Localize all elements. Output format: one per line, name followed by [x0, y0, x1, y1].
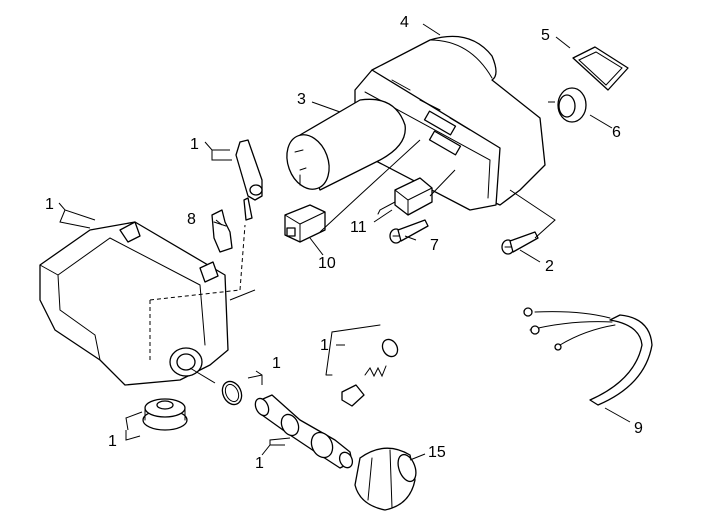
callout-10: 10 — [318, 255, 336, 272]
callout-6: 6 — [612, 124, 621, 141]
callout-1-rod: 1 — [190, 136, 199, 153]
assembly-lines — [189, 139, 556, 384]
screw-part-7[interactable] — [389, 219, 429, 244]
grommet-part-6[interactable] — [548, 87, 587, 123]
callout-4: 4 — [400, 14, 409, 31]
gasket-part-5[interactable] — [572, 46, 629, 91]
rod-part-1[interactable] — [235, 139, 263, 221]
knob-part-15[interactable] — [354, 447, 419, 511]
motor-part-3[interactable] — [280, 98, 406, 195]
callout-1-oring: 1 — [272, 355, 281, 372]
callout-1-grommet: 1 — [108, 433, 117, 450]
callout-7: 7 — [430, 237, 439, 254]
spring-kit-part-1[interactable] — [325, 324, 401, 407]
callout-15: 15 — [428, 444, 446, 461]
callout-8: 8 — [187, 211, 196, 228]
callout-1-kit: 1 — [320, 337, 329, 354]
tank-housing-part-1[interactable] — [39, 221, 246, 386]
switch-part-11[interactable] — [377, 177, 433, 216]
oring-part-1[interactable] — [219, 378, 245, 407]
base-grommet-part-1[interactable] — [142, 398, 188, 431]
callout-9: 9 — [634, 420, 643, 437]
callout-1-valve: 1 — [255, 455, 264, 472]
cable-part-9[interactable] — [523, 307, 653, 406]
callout-labels: 1 1 1 1 1 1 2 3 4 5 6 7 8 9 10 11 15 — [45, 14, 643, 472]
valve-shaft-part-1[interactable] — [253, 394, 355, 470]
screw-part-2[interactable] — [501, 231, 539, 255]
callout-5: 5 — [541, 27, 550, 44]
callout-3: 3 — [297, 91, 306, 108]
clip-part-8[interactable] — [211, 209, 233, 253]
callout-2: 2 — [545, 258, 554, 275]
connector-part-10[interactable] — [284, 204, 326, 243]
callout-leaders — [58, 23, 631, 461]
callout-11: 11 — [350, 219, 367, 236]
callout-1-housing: 1 — [45, 196, 54, 213]
